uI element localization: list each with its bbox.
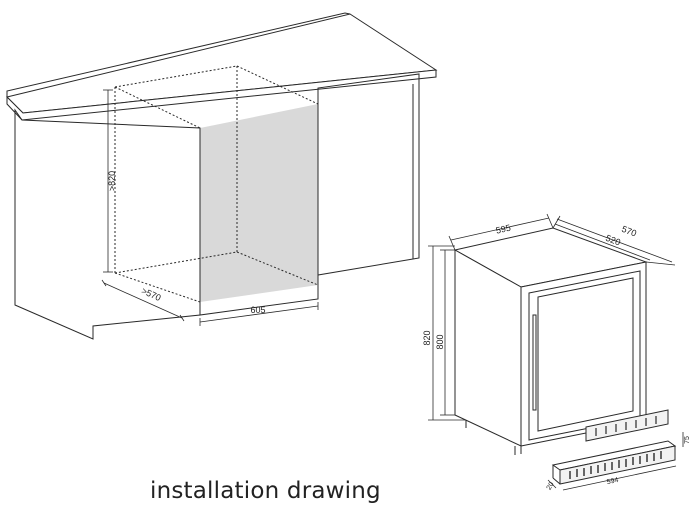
diagram-caption: installation drawing bbox=[150, 478, 381, 504]
kickplate-grille bbox=[551, 409, 677, 485]
right-cabinet-body bbox=[317, 73, 420, 276]
kitchen-cabinet bbox=[6, 12, 438, 340]
appliance-height-inner-label: 800 bbox=[435, 334, 445, 349]
niche-width-label: 605 bbox=[250, 305, 265, 315]
appliance-dimension-lines bbox=[428, 213, 684, 491]
niche-floor-shade bbox=[200, 104, 318, 302]
left-cabinet-body bbox=[14, 108, 201, 340]
appliance-height-outer-label: 820 bbox=[422, 330, 432, 345]
kickplate-depth-label: 20 bbox=[546, 481, 556, 491]
cooler-glass bbox=[537, 277, 634, 432]
appliance-width-label: 595 bbox=[495, 223, 512, 236]
niche-dimension-lines bbox=[101, 89, 319, 326]
kickplate-height-label: 75 bbox=[684, 436, 691, 444]
kickplate-width-label: 594 bbox=[606, 477, 619, 486]
countertop-backsplash bbox=[6, 12, 351, 97]
appliance-depth-outer-label: 570 bbox=[620, 224, 638, 239]
niche-height-label: >820 bbox=[107, 171, 117, 191]
door-handle bbox=[532, 314, 537, 411]
appliance-depth-inner-label: 520 bbox=[604, 233, 622, 248]
niche-outline bbox=[114, 65, 319, 303]
countertop-front-edge bbox=[6, 69, 437, 121]
kickplate-vents bbox=[569, 451, 662, 479]
wine-cooler bbox=[453, 227, 648, 455]
kickplate-front bbox=[559, 445, 676, 485]
